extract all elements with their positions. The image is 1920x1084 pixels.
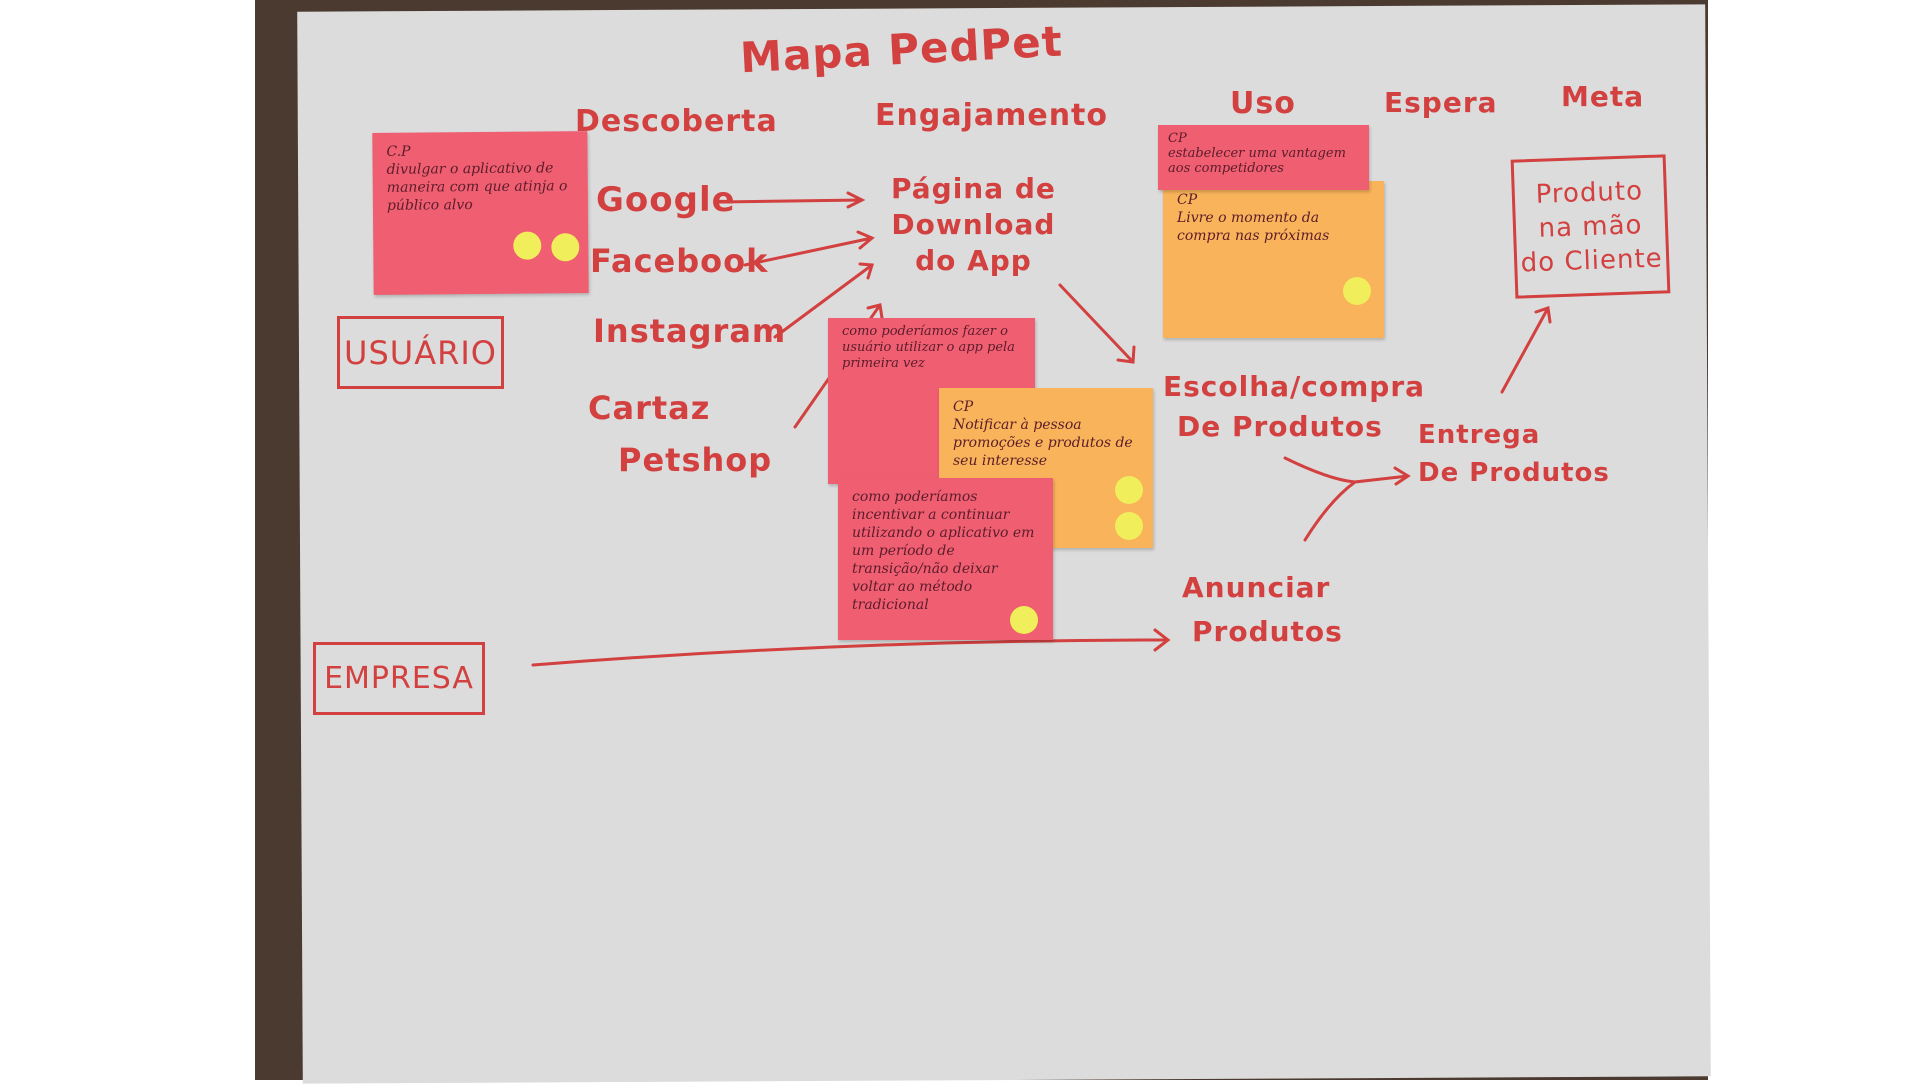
vote-dot xyxy=(551,233,580,262)
step-line: De Produtos xyxy=(1177,410,1383,443)
sticky-text: estabelecer uma vantagem aos competidore… xyxy=(1168,146,1346,176)
sticky-text: divulgar o aplicativo de maneira com que… xyxy=(386,160,568,214)
step-download-page: Página de Download do App xyxy=(891,171,1056,279)
step-line: do App xyxy=(915,244,1032,277)
sticky-use-advantage: CP estabelecer uma vantagem aos competid… xyxy=(1158,125,1369,190)
phase-uso: Uso xyxy=(1230,86,1296,121)
channel-petshop: Petshop xyxy=(618,441,773,479)
channel-instagram: Instagram xyxy=(593,312,787,350)
phase-espera: Espera xyxy=(1384,86,1498,119)
arrow-google xyxy=(718,191,866,209)
sticky-tag: CP xyxy=(1177,192,1198,208)
arrow-facebook xyxy=(743,230,875,267)
sticky-text: como poderíamos fazer o usuário utilizar… xyxy=(842,324,1015,371)
sticky-tag: C.P xyxy=(386,143,411,160)
sticky-engage-continue: como poderíamos incentivar a continuar u… xyxy=(838,478,1053,640)
goal-line: Produto xyxy=(1535,175,1644,210)
step-line: Download xyxy=(891,208,1056,241)
channel-cartaz: Cartaz xyxy=(588,389,711,427)
step-line: Entrega xyxy=(1418,420,1541,450)
phase-engajamento: Engajamento xyxy=(875,98,1109,133)
channel-facebook: Facebook xyxy=(590,242,769,280)
arrow-delivery-to-goal xyxy=(1500,306,1552,394)
sticky-text: Notificar à pessoa promoções e produtos … xyxy=(953,417,1133,469)
actor-company: EMPRESA xyxy=(313,642,485,715)
goal-line: na mão xyxy=(1538,209,1643,244)
goal-line: do Cliente xyxy=(1520,243,1664,278)
phase-meta: Meta xyxy=(1561,80,1645,113)
sticky-text: como poderíamos incentivar a continuar u… xyxy=(852,489,1035,613)
actor-user: USUÁRIO xyxy=(337,316,504,389)
arrow-instagram xyxy=(773,262,874,339)
vote-dot xyxy=(1343,277,1371,305)
step-line: De Produtos xyxy=(1418,458,1610,488)
step-choose-buy: Escolha/compra De Produtos xyxy=(1163,367,1425,447)
step-advertise: Anunciar Produtos xyxy=(1182,566,1343,654)
vote-dot xyxy=(1010,606,1038,634)
sticky-tag: CP xyxy=(1168,131,1187,146)
step-line: Anunciar xyxy=(1182,571,1331,604)
sticky-discovery: C.P divulgar o aplicativo de maneira com… xyxy=(372,131,589,295)
vote-dot xyxy=(513,231,542,260)
sticky-text: Livre o momento da compra nas próximas xyxy=(1177,210,1330,244)
step-delivery: Entrega De Produtos xyxy=(1418,416,1610,492)
channel-google: Google xyxy=(596,180,736,220)
step-line: Página de xyxy=(891,172,1056,205)
arrow-merge-to-delivery xyxy=(1283,456,1411,542)
sticky-tag: CP xyxy=(953,399,974,415)
step-line: Produtos xyxy=(1192,615,1343,648)
arrow-company-to-advertise xyxy=(531,628,1171,667)
goal-box: Produto na mão do Cliente xyxy=(1510,154,1671,299)
step-line: Escolha/compra xyxy=(1163,370,1426,403)
vote-dot xyxy=(1115,476,1143,504)
phase-descoberta: Descoberta xyxy=(575,104,778,139)
arrow-download-to-choose xyxy=(1058,283,1136,364)
sticky-use-moment: CP Livre o momento da compra nas próxima… xyxy=(1163,181,1384,338)
vote-dot xyxy=(1115,512,1143,540)
